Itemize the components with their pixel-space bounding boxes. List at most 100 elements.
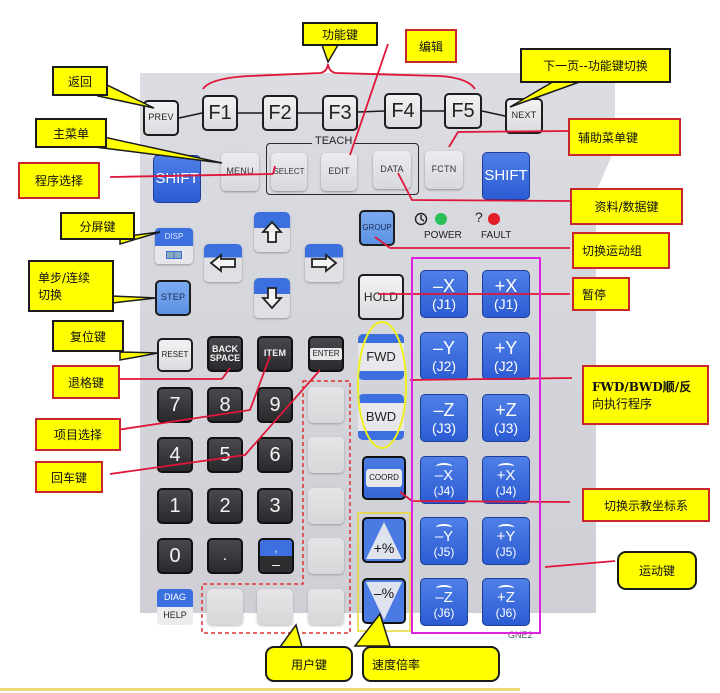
user-key-4[interactable] [308,538,344,574]
down-arrow-key[interactable] [254,278,290,318]
jog-key-plus-rx-j4[interactable]: +X(J4) [482,456,530,504]
power-label: POWER [424,230,462,241]
callout-reset: 复位键 [52,320,124,352]
edit-key[interactable]: EDIT [321,153,357,191]
callout-text: 功能键 [321,27,358,42]
right-arrow-key[interactable] [305,244,343,282]
jog-axis-label: –X [434,466,454,484]
callout-text: 暂停 [582,287,607,302]
enter-key-label: ENTER [310,347,342,361]
f1-key[interactable]: F1 [202,95,238,131]
jog-key-plus-y-j2[interactable]: +Y(J2) [482,332,530,380]
rotation-arc-icon [498,462,514,470]
data-key[interactable]: DATA [373,151,411,189]
callout-switch-group: 切换运动组 [572,232,670,269]
jog-joint-label: (J3) [431,419,457,436]
jog-key-minus-rx-j4[interactable]: –X(J4) [420,456,468,504]
numpad-key-0[interactable]: 0 [157,538,193,574]
select-key[interactable]: SELECT [271,153,307,191]
question-icon: ? [475,209,483,225]
fwd-key[interactable]: FWD [358,334,404,380]
jog-key-minus-y-j2[interactable]: –Y(J2) [420,332,468,380]
item-key[interactable]: ITEM [257,336,293,372]
callout-text: 切换示教坐标系 [603,498,688,513]
split-screen-icon [155,246,193,264]
diag-label: DIAG [157,589,193,607]
group-key[interactable]: GROUP [359,210,395,246]
left-arrow-key[interactable] [204,244,242,282]
jog-axis-label: +Z [497,588,515,606]
backspace-label-line1: BACK [212,343,238,354]
speed-up-key[interactable]: +% [362,517,406,563]
jog-key-plus-z-j3[interactable]: +Z(J3) [482,394,530,442]
comma-label: , [260,540,292,556]
numpad-key-3[interactable]: 3 [257,488,293,524]
f5-key-label: F5 [451,99,475,122]
comma-minus-key[interactable]: , – [258,538,294,574]
user-key-6[interactable] [257,589,293,625]
up-arrow-key[interactable] [254,212,290,252]
menu-key[interactable]: MENU [221,153,259,191]
jog-key-minus-rz-j6[interactable]: –Z(J6) [420,578,468,626]
numpad-label: 0 [169,544,181,567]
callout-pause: 暂停 [572,277,630,311]
shift-right-label: SHIFT [484,167,528,185]
jog-key-minus-z-j3[interactable]: –Z(J3) [420,394,468,442]
numpad-key-1[interactable]: 1 [157,488,193,524]
f1-key-label: F1 [208,101,232,124]
numpad-key-9[interactable]: 9 [257,387,293,423]
step-key[interactable]: STEP [155,280,191,316]
callout-text: 用户键 [290,657,327,672]
jog-joint-label: (J2) [431,357,457,374]
callout-function-keys: 功能键 [302,22,378,46]
f4-key[interactable]: F4 [384,93,422,129]
speed-down-key[interactable]: –% [362,578,406,624]
jog-axis-label: –Y [434,527,454,545]
bwd-key[interactable]: BWD [358,394,404,440]
teach-group-label: TEACH [312,135,356,147]
callout-speed-override: 速度倍率 [362,646,500,682]
f5-key[interactable]: F5 [444,93,482,129]
jog-key-plus-rz-j6[interactable]: +Z(J6) [482,578,530,626]
numpad-key-6[interactable]: 6 [257,437,293,473]
user-key-5[interactable] [207,589,243,625]
jog-axis-label: –Z [433,399,455,420]
numpad-key-7[interactable]: 7 [157,387,193,423]
numpad-key-5[interactable]: 5 [207,437,243,473]
coord-key[interactable]: COORD [362,456,406,500]
f2-key[interactable]: F2 [262,95,298,131]
callout-text-line2: 切换 [38,288,63,302]
callout-aux-menu: 辅助菜单键 [568,118,681,156]
numpad-key-2[interactable]: 2 [207,488,243,524]
f3-key[interactable]: F3 [322,95,358,131]
numpad-key-dot[interactable]: . [207,538,243,574]
callout-text: 下一页--功能键切换 [543,59,648,73]
fwd-key-label: FWD [366,349,396,365]
select-key-label: SELECT [273,166,305,176]
rotation-arc-icon [436,462,452,470]
numpad-label: 4 [169,443,181,466]
reset-key[interactable]: RESET [157,338,193,372]
user-key-3[interactable] [308,488,344,524]
jog-key-plus-ry-j5[interactable]: +Y(J5) [482,517,530,565]
diag-help-key[interactable]: DIAG HELP [157,589,193,625]
user-key-1[interactable] [308,387,344,423]
jog-joint-label: (J4) [495,483,517,498]
fault-led [488,213,500,225]
disp-key[interactable]: DISP [155,228,193,264]
user-key-2[interactable] [308,437,344,473]
jog-joint-label: (J1) [431,295,457,312]
numpad-key-8[interactable]: 8 [207,387,243,423]
shift-right-key[interactable]: SHIFT [482,152,530,200]
jog-key-minus-ry-j5[interactable]: –Y(J5) [420,517,468,565]
enter-key[interactable]: ENTER [308,336,344,372]
next-key-label: NEXT [511,110,537,121]
numpad-label: 9 [269,393,281,416]
edit-key-label: EDIT [328,166,350,177]
callout-text-line2: 向执行程序 [592,397,653,411]
fctn-key[interactable]: FCTN [425,151,463,189]
jog-joint-label: (J4) [433,483,455,498]
user-key-7[interactable] [308,589,344,625]
backspace-key[interactable]: BACK SPACE [207,336,243,372]
bottom-divider [0,688,520,691]
